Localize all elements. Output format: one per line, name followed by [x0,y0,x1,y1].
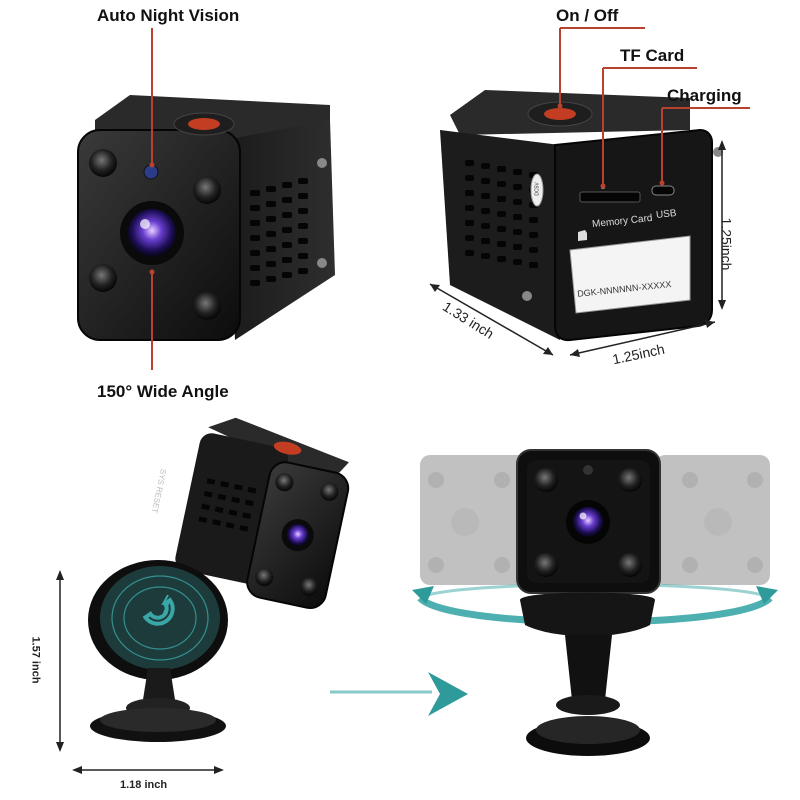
callout-tf-card: TF Card [620,46,685,65]
usb-label: USB [655,207,678,222]
dimension-mount-width: 1.18 inch [120,779,168,791]
power-button-back [544,108,576,120]
dc-sticker-label: DC5V [534,182,541,196]
callout-charging: Charging [667,86,742,105]
power-button [188,118,220,130]
camera-back-view [429,27,750,357]
lens [128,209,176,257]
rotating-camera-view [412,449,778,756]
camera-front-view [77,28,335,370]
arrow-right-icon [330,672,468,716]
rotation-arrow-icon [412,586,434,604]
dimension-mount-height: 1.57 inch [29,636,42,684]
dimension-height: 1.25inch [718,217,735,271]
callout-on-off: On / Off [556,6,619,25]
magnetic-mount-view [56,417,350,774]
callout-wide-angle: 150° Wide Angle [97,382,229,401]
callout-night-vision: Auto Night Vision [97,6,240,25]
magnet-icon [142,594,175,626]
sd-card-icon [578,230,587,241]
